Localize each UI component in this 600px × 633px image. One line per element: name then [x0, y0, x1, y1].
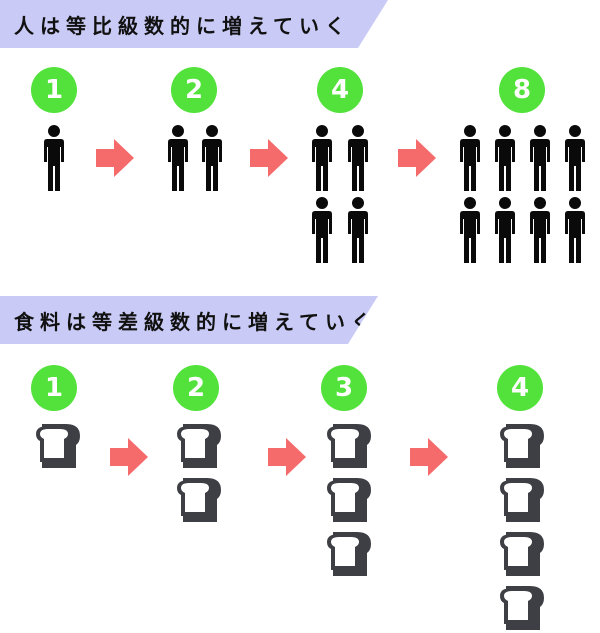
banner-food: 食料は等差級数的に増えていく — [0, 296, 378, 344]
person-icon — [202, 125, 222, 191]
bread-icon — [327, 424, 371, 468]
badge-food-1: 1 — [31, 365, 77, 411]
person-icon — [460, 197, 480, 263]
arrow-right-icon — [398, 139, 436, 177]
bread-icon — [327, 532, 371, 576]
badge-food-2: 2 — [173, 365, 219, 411]
person-icon — [168, 125, 188, 191]
bread-icon — [36, 424, 80, 468]
badge-people-1: 1 — [31, 67, 77, 113]
bread-icon — [500, 478, 544, 522]
arrow-right-icon — [110, 438, 148, 476]
arrow-right-icon — [410, 438, 448, 476]
person-icon — [565, 197, 585, 263]
person-icon — [565, 125, 585, 191]
bread-icon — [500, 532, 544, 576]
person-icon — [348, 125, 368, 191]
badge-people-2: 2 — [171, 67, 217, 113]
bread-icon — [500, 586, 544, 630]
person-icon — [495, 125, 515, 191]
bread-icon — [177, 478, 221, 522]
badge-people-4: 8 — [499, 67, 545, 113]
person-icon — [460, 125, 480, 191]
badge-food-3: 3 — [321, 365, 367, 411]
arrow-right-icon — [250, 139, 288, 177]
badge-food-4: 4 — [497, 365, 543, 411]
bread-icon — [177, 424, 221, 468]
bread-icon — [327, 478, 371, 522]
person-icon — [312, 197, 332, 263]
person-icon — [348, 197, 368, 263]
person-icon — [530, 197, 550, 263]
person-icon — [495, 197, 515, 263]
bread-icon — [500, 424, 544, 468]
person-icon — [530, 125, 550, 191]
person-icon — [312, 125, 332, 191]
banner-people: 人は等比級数的に増えていく — [0, 0, 388, 48]
badge-people-3: 4 — [317, 67, 363, 113]
arrow-right-icon — [96, 139, 134, 177]
arrow-right-icon — [268, 438, 306, 476]
person-icon — [44, 125, 64, 191]
